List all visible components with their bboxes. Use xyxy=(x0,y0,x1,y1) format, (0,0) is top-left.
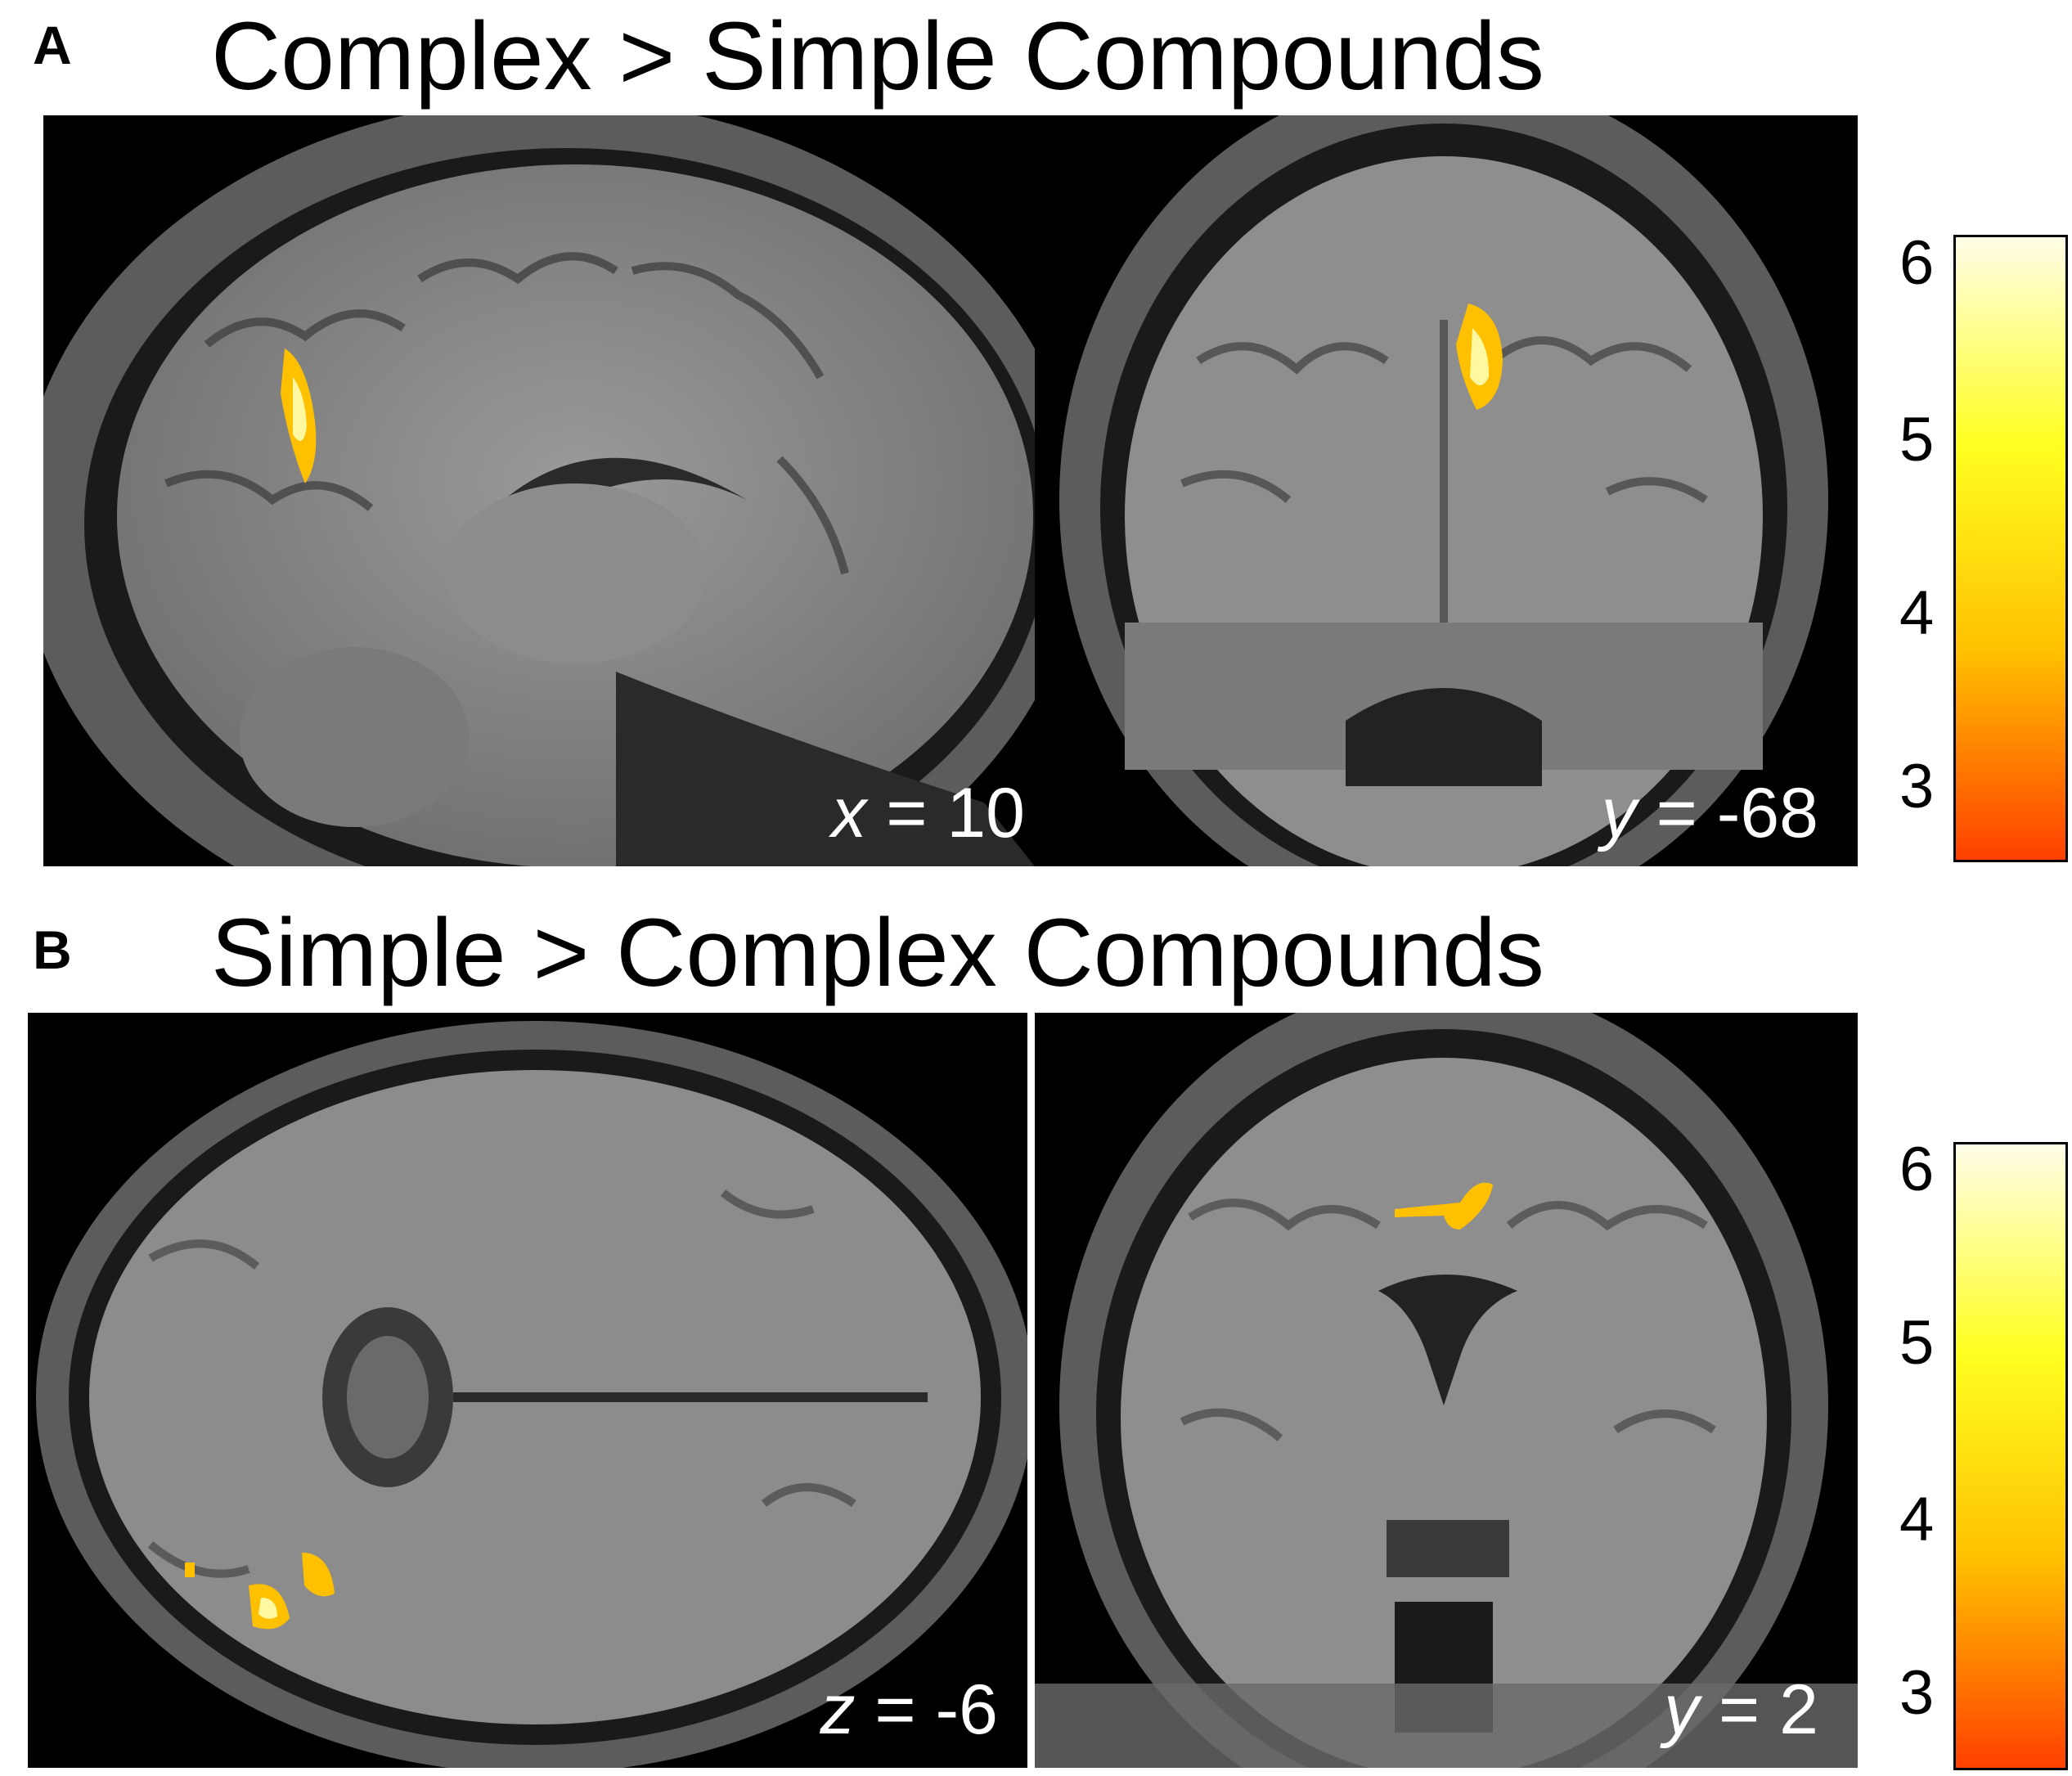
panel-b-colorbar-tick: 5 xyxy=(1899,1308,1935,1378)
axis-letter: z xyxy=(820,1670,856,1749)
panel-b-right-coordinate: y = 2 xyxy=(1664,1675,1818,1745)
panel-b-coronal-slice: y = 2 xyxy=(1035,1013,1858,1768)
panel-b-letter: B xyxy=(33,919,72,980)
panel-a-colorbar xyxy=(1953,235,2068,862)
panel-b-colorbar-tick: 3 xyxy=(1899,1658,1935,1728)
panel-a-colorbar-tick: 3 xyxy=(1899,752,1935,821)
coordinate-value: = 2 xyxy=(1719,1670,1818,1749)
coordinate-value: = -6 xyxy=(874,1670,998,1749)
panel-a-left-coordinate: x = 10 xyxy=(831,778,1025,848)
panel-a-colorbar-tick: 5 xyxy=(1899,405,1935,474)
panel-b-colorbar-tick: 6 xyxy=(1899,1135,1935,1204)
panel-b-colorbar xyxy=(1953,1142,2068,1770)
coordinate-value: = 10 xyxy=(886,774,1025,852)
axis-letter: y xyxy=(1601,774,1637,852)
panel-a-colorbar-tick: 6 xyxy=(1899,228,1935,298)
panel-b-axial-slice: z = -6 xyxy=(28,1013,1027,1768)
panel-b-title: Simple > Complex Compounds xyxy=(211,899,1544,1007)
panel-a-right-coordinate: y = -68 xyxy=(1602,778,1818,848)
panel-b-left-coordinate: z = -6 xyxy=(820,1675,999,1745)
coordinate-value: = -68 xyxy=(1656,774,1818,852)
axis-letter: x xyxy=(831,774,867,852)
panel-b-colorbar-tick: 4 xyxy=(1899,1485,1935,1554)
panel-a-letter: A xyxy=(33,15,72,75)
panel-a-coronal-slice: y = -68 xyxy=(1035,115,1858,866)
axis-letter: y xyxy=(1664,1670,1700,1749)
panel-a-sagittal-slice: x = 10 xyxy=(43,115,1035,866)
panel-a-colorbar-tick: 4 xyxy=(1899,578,1935,648)
panel-a-title: Complex > Simple Compounds xyxy=(211,2,1544,110)
